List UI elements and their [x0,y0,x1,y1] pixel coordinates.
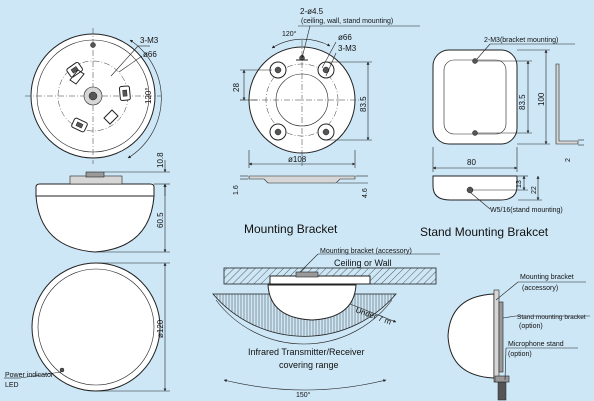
ceiling-install-drawing: Mounting bracket (accessory) Ceiling or … [212,248,440,399]
stand-dim-13: 13 [516,180,523,188]
wall-bracket-label-1: Mounting bracket [520,274,574,281]
stand-mounting-bracket [498,301,504,373]
mounting-bracket-drawing: 2-ø4.5 (ceiling, wall, stand mounting) 1… [232,7,420,236]
front-top-hole [90,42,96,48]
front-angle-arc [127,39,162,159]
indicator-label-2: LED [5,382,19,389]
stand-bracket-caption: Stand Mounting Brakcet [420,225,549,239]
mic-stand-label-1: Microphone stand [508,341,564,348]
ceiling-surface-label: Ceiling or Wall [334,258,392,268]
bottom-inner-circle [37,268,155,386]
wall-device-dome [447,293,495,379]
stand-bottom-profile [432,175,518,201]
bracket-profile [248,175,356,184]
mounting-bracket-caption: Mounting Bracket [244,222,338,236]
stand-bracket-label-2: (option) [519,323,543,330]
ceiling-bracket-band [269,275,371,285]
stand-bracket-label-1: Stand mounting bracket [517,314,586,321]
bottom-dia120-label: ø120 [156,319,165,338]
front-slot-1 [66,61,83,78]
bottom-view: ø120 Power indicator LED [4,262,170,392]
side-dim-top: 10.8 [156,152,165,168]
side-flange [35,183,155,197]
stand-screw-label: W5/16(stand mounting) [490,207,563,214]
microphone-stand [497,381,507,401]
side-dim-height: 60.5 [156,212,165,228]
stand-dim-2: 2 [565,158,572,162]
bracket-m3-label: 3-M3 [338,44,357,53]
front-rib-a [69,69,85,85]
ceiling-device-dome [267,284,357,321]
range-label-1: Infrared Transmitter/Receiver [248,347,365,357]
front-slot-2 [118,85,131,101]
front-dia66-label: ø66 [143,50,157,59]
side-bracket-top [85,171,105,178]
stand-dim-83-5: 83.5 [518,94,527,110]
stand-install-drawing: Mounting bracket (accessory) Stand mount… [447,274,590,401]
stand-dim-80: 80 [467,158,476,167]
front-center-screw [88,91,98,101]
bracket-hole-label-1: 2-ø4.5 [300,7,324,16]
bracket-dim-83-5: 83.5 [359,96,368,112]
stand-bracket-hole-bottom [472,130,478,136]
bracket-dia66-label: ø66 [338,33,352,42]
front-slot-3 [71,117,88,133]
ceiling-angle-label: 150° [296,391,311,399]
bracket-dim-28: 28 [232,83,241,92]
front-rib-b [103,109,119,125]
power-indicator-led [59,367,65,373]
ceiling-accessory-label: Mounting bracket (accessory) [320,248,412,255]
bracket-hole-label-2: (ceiling, wall, stand mounting) [301,18,393,25]
indicator-label-1: Power indicator [5,372,54,379]
front-view: 3-M3 ø66 120° [25,28,162,164]
front-m3-label: 3-M3 [140,36,159,45]
range-label-2: covering range [279,360,339,370]
stand-bracket-plate [432,49,518,145]
mic-stand-label-2: (option) [508,351,532,358]
side-view: 10.8 60.5 [35,152,170,253]
side-dome [35,195,155,253]
stand-dim-22: 22 [531,186,538,194]
wall-bracket-label-2: (accessory) [522,285,558,292]
stand-bracket-drawing: 2-M3(bracket mounting) 83.5 100 2 80 13 … [420,37,584,239]
stand-bracket-hole-top [472,58,478,64]
front-angle-label: 120° [144,87,153,104]
bracket-dim-1-6: 1.6 [233,185,240,195]
m3-leader [110,45,139,77]
bracket-angle-label: 120° [282,30,297,38]
bracket-dim-4-6: 4.6 [362,188,369,198]
stand-hole-label: 2-M3(bracket mounting) [484,37,558,44]
wall-mounting-plate [493,289,500,383]
bracket-dia108-label: ø108 [288,155,307,164]
stand-dim-100: 100 [537,92,546,106]
stand-bracket-profile [555,63,579,145]
